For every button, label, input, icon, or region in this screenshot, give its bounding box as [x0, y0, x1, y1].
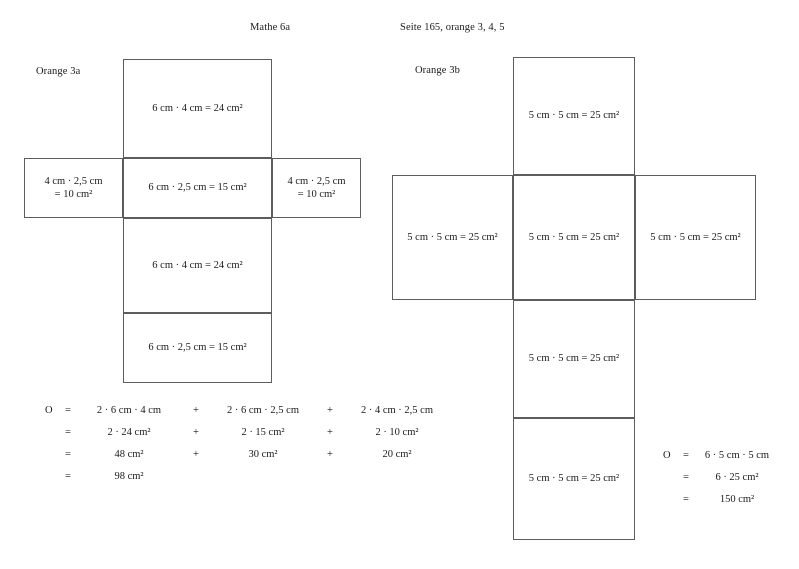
calc-b-row-3: = 150 cm²: [663, 488, 778, 510]
net-a-left-line-2: = 10 cm²: [54, 189, 93, 200]
calc-a-r3-op1: +: [193, 448, 199, 460]
net-b-cell-top-face: 5 cm · 5 cm = 25 cm²: [513, 57, 635, 175]
calc-a-r2-var: [45, 421, 59, 443]
calc-a-row-2: = 2 · 24 cm² + 2 · 15 cm² + 2 · 10 cm²: [45, 421, 449, 443]
net-a-right-line-2: = 10 cm²: [297, 189, 336, 200]
calc-b-r2-eq: =: [683, 471, 689, 483]
net-b-cell-right-face-text: 5 cm · 5 cm = 25 cm²: [650, 231, 741, 243]
calc-a-r4-op2: [315, 465, 345, 487]
net-a-cell-bottom-face: 6 cm · 4 cm = 24 cm²: [123, 218, 272, 313]
net-a-cell-right-face-text: 4 cm · 2,5 cm = 10 cm²: [284, 175, 348, 202]
calc-a-r3-op2: +: [327, 448, 333, 460]
exercise-b-label: Orange 3b: [415, 65, 460, 76]
calc-b-r3-eq: =: [683, 493, 689, 505]
net-b-cell-front-face-text: 5 cm · 5 cm = 25 cm²: [528, 231, 620, 243]
exercise-a-label: Orange 3a: [36, 66, 81, 77]
net-a-cell-bottom-face-text: 6 cm · 4 cm = 24 cm²: [152, 259, 243, 271]
net-a-right-line-1: 4 cm · 2,5 cm: [287, 175, 346, 187]
net-b-cell-left-face-text: 5 cm · 5 cm = 25 cm²: [407, 231, 498, 243]
calc-a-r3-term1: 48 cm²: [114, 448, 144, 460]
calc-a-r2-term1: 2 · 24 cm²: [107, 426, 151, 438]
calc-a-r1-eq: =: [65, 404, 71, 416]
calc-a-r2-op1: +: [193, 426, 199, 438]
calc-b-r2-term1: 6 · 25 cm²: [715, 471, 759, 483]
calc-a-r4-var: [45, 465, 59, 487]
net-a-cell-back-face: 6 cm · 2,5 cm = 15 cm²: [123, 313, 272, 383]
calc-a-r1-var: O: [45, 404, 53, 416]
calc-a-r1-term3: 2 · 4 cm · 2,5 cm: [360, 404, 434, 416]
calc-a-r4-term2: [211, 465, 315, 487]
net-a-cell-front-face-text: 6 cm · 2,5 cm = 15 cm²: [148, 182, 247, 194]
calc-a-r1-term1: 2 · 6 cm · 4 cm: [96, 404, 162, 416]
calc-b-row-2: = 6 · 25 cm²: [663, 466, 778, 488]
calc-a-r2-eq: =: [65, 426, 71, 438]
calc-a-r2-term2: 2 · 15 cm²: [241, 426, 285, 438]
net-a-cell-top-face-text: 6 cm · 4 cm = 24 cm²: [152, 102, 243, 114]
header-right-title: Seite 165, orange 3, 4, 5: [400, 22, 505, 33]
net-a-left-line-1: 4 cm · 2,5 cm: [44, 175, 103, 187]
calc-b-r3-var: [663, 488, 676, 510]
calc-b-r2-var: [663, 466, 676, 488]
net-a-cell-back-face-text: 6 cm · 2,5 cm = 15 cm²: [148, 342, 247, 354]
calc-b-r1-eq: =: [683, 449, 689, 461]
calc-a-r4-op1: [181, 465, 211, 487]
net-a-cell-top-face: 6 cm · 4 cm = 24 cm²: [123, 59, 272, 158]
net-a-cell-right-face: 4 cm · 2,5 cm = 10 cm²: [272, 158, 361, 218]
calc-a-r4-term3: [345, 465, 449, 487]
calc-b-r1-var: O: [663, 449, 671, 461]
net-a-cell-left-face: 4 cm · 2,5 cm = 10 cm²: [24, 158, 123, 218]
calc-b-row-1: O = 6 · 5 cm · 5 cm: [663, 444, 778, 466]
calc-a-r1-term2: 2 · 6 cm · 2,5 cm: [226, 404, 300, 416]
net-b-cell-right-face: 5 cm · 5 cm = 25 cm²: [635, 175, 756, 300]
net-a-cell-left-face-text: 4 cm · 2,5 cm = 10 cm²: [41, 175, 105, 202]
net-b-cell-back-face-text: 5 cm · 5 cm = 25 cm²: [528, 473, 620, 485]
calc-b-r1-term1: 6 · 5 cm · 5 cm: [704, 449, 770, 461]
calc-a-row-4: = 98 cm²: [45, 465, 449, 487]
net-b-cell-top-face-text: 5 cm · 5 cm = 25 cm²: [528, 110, 620, 122]
calc-a-r3-var: [45, 443, 59, 465]
calc-a-row-3: = 48 cm² + 30 cm² + 20 cm²: [45, 443, 449, 465]
net-b-cell-back-face: 5 cm · 5 cm = 25 cm²: [513, 418, 635, 540]
calc-a-r2-op2: +: [327, 426, 333, 438]
calc-a-row-1: O = 2 · 6 cm · 4 cm + 2 · 6 cm · 2,5 cm …: [45, 399, 449, 421]
net-b-cell-bottom-face: 5 cm · 5 cm = 25 cm²: [513, 300, 635, 418]
net-a-cell-front-face: 6 cm · 2,5 cm = 15 cm²: [123, 158, 272, 218]
calc-b-r3-term1: 150 cm²: [719, 493, 755, 505]
calc-a-r3-term3: 20 cm²: [382, 448, 412, 460]
calc-a-r4-eq: =: [65, 470, 71, 482]
net-b-cell-bottom-face-text: 5 cm · 5 cm = 25 cm²: [528, 353, 620, 365]
calculation-block-3a: O = 2 · 6 cm · 4 cm + 2 · 6 cm · 2,5 cm …: [45, 399, 449, 487]
header-left-title: Mathe 6a: [250, 22, 291, 33]
net-b-cell-front-face: 5 cm · 5 cm = 25 cm²: [513, 175, 635, 300]
net-b-cell-left-face: 5 cm · 5 cm = 25 cm²: [392, 175, 513, 300]
calc-a-r2-term3: 2 · 10 cm²: [375, 426, 419, 438]
calc-a-r3-term2: 30 cm²: [248, 448, 278, 460]
calc-a-r4-term1: 98 cm²: [114, 470, 144, 482]
calc-a-r3-eq: =: [65, 448, 71, 460]
calc-a-r1-op2: +: [327, 404, 333, 416]
calculation-block-3b: O = 6 · 5 cm · 5 cm = 6 · 25 cm² = 150 c…: [663, 444, 778, 510]
calc-a-r1-op1: +: [193, 404, 199, 416]
